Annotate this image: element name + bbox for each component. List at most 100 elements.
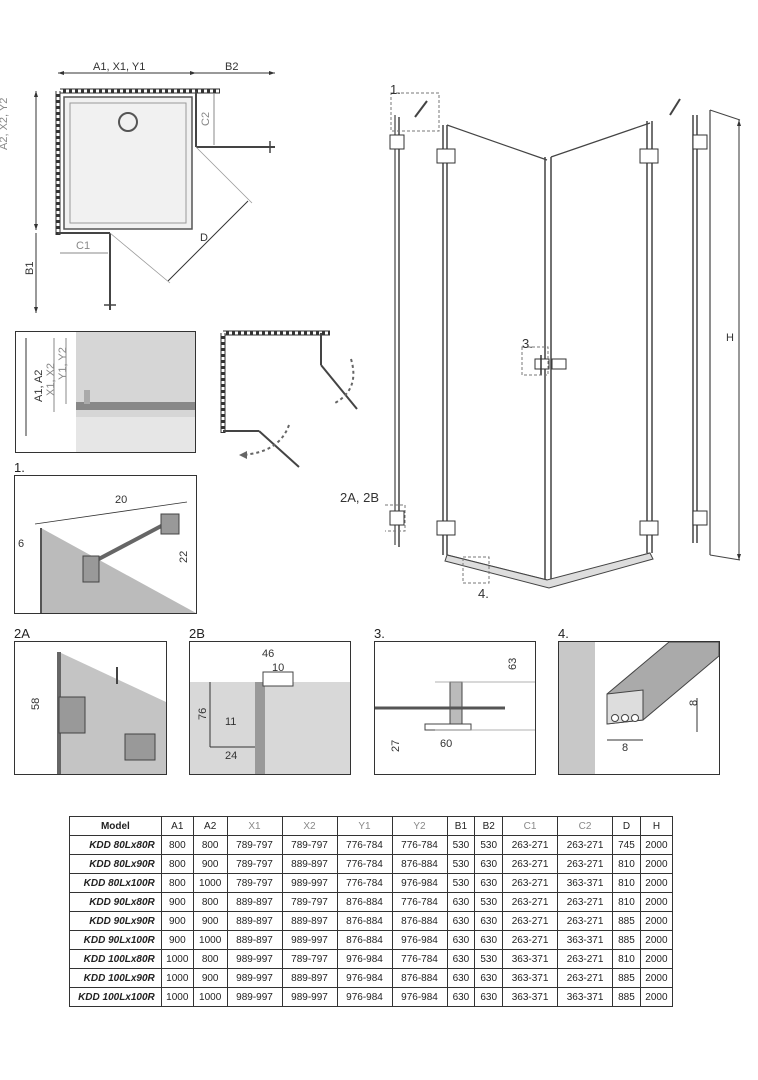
dim-8-width: 8 bbox=[622, 742, 629, 754]
detail-1-drawing bbox=[34, 501, 196, 613]
table-cell: 630 bbox=[474, 873, 504, 893]
table-cell: 2000 bbox=[639, 873, 674, 893]
table-cell: 885 bbox=[612, 911, 641, 931]
table-cell: 630 bbox=[446, 892, 476, 912]
table-cell: 900 bbox=[192, 854, 228, 874]
model-cell: KDD 100Lx90R bbox=[69, 968, 162, 988]
detail-1-panel bbox=[14, 475, 197, 614]
table-cell: 885 bbox=[612, 930, 641, 950]
dim-c1: C1 bbox=[76, 240, 91, 252]
table-cell: 976-984 bbox=[336, 949, 393, 969]
plan-view-diagram bbox=[34, 71, 275, 313]
table-cell: 800 bbox=[192, 892, 228, 912]
detail-4-title: 4. bbox=[558, 626, 569, 641]
table-cell: 900 bbox=[192, 911, 228, 931]
table-cell: 263-271 bbox=[557, 892, 614, 912]
table-cell: 789-797 bbox=[281, 835, 338, 855]
table-cell: 530 bbox=[474, 835, 504, 855]
table-cell: 776-784 bbox=[391, 892, 448, 912]
table-cell: 889-897 bbox=[226, 911, 283, 931]
table-cell: 989-997 bbox=[226, 949, 283, 969]
table-cell: 800 bbox=[160, 835, 194, 855]
dim-27: 27 bbox=[390, 739, 402, 752]
dim-11: 11 bbox=[225, 716, 237, 728]
table-cell: 2000 bbox=[639, 930, 674, 950]
detail-4-panel bbox=[558, 641, 720, 775]
model-cell: KDD 90Lx100R bbox=[69, 930, 162, 950]
table-cell: 989-997 bbox=[226, 987, 283, 1007]
side-detail-panel bbox=[15, 331, 196, 453]
dim-a1-x1-y1: A1, X1, Y1 bbox=[93, 61, 146, 73]
model-cell: KDD 100Lx100R bbox=[69, 987, 162, 1007]
dim-63: 63 bbox=[507, 657, 519, 670]
table-cell: 900 bbox=[160, 892, 194, 912]
model-cell: KDD 100Lx80R bbox=[69, 949, 162, 969]
dim-a1-a2: A1, A2 bbox=[33, 369, 45, 402]
table-cell: 630 bbox=[474, 930, 504, 950]
table-cell: 889-897 bbox=[281, 854, 338, 874]
side-detail-drawing bbox=[25, 332, 195, 452]
table-cell: 1000 bbox=[160, 968, 194, 988]
table-cell: 263-271 bbox=[502, 854, 559, 874]
table-cell: 876-884 bbox=[336, 930, 393, 950]
table-cell: 800 bbox=[192, 949, 228, 969]
table-cell: 976-984 bbox=[336, 987, 393, 1007]
table-cell: 263-271 bbox=[557, 835, 614, 855]
table-cell: 976-984 bbox=[336, 968, 393, 988]
table-cell: 630 bbox=[474, 911, 504, 931]
dim-b1: B1 bbox=[24, 261, 36, 275]
dim-60: 60 bbox=[440, 738, 453, 750]
col-header: C1 bbox=[502, 816, 559, 836]
table-cell: 789-797 bbox=[226, 873, 283, 893]
table-cell: 989-997 bbox=[281, 930, 338, 950]
dim-58: 58 bbox=[30, 697, 42, 710]
table-cell: 2000 bbox=[639, 987, 674, 1007]
detail-3-panel bbox=[374, 641, 536, 775]
dim-76: 76 bbox=[197, 707, 209, 720]
dim-22: 22 bbox=[178, 550, 190, 563]
table-cell: 630 bbox=[446, 968, 476, 988]
table-cell: 876-884 bbox=[391, 911, 448, 931]
col-header: Y2 bbox=[391, 816, 448, 836]
dim-b2: B2 bbox=[225, 61, 239, 73]
table-cell: 876-884 bbox=[336, 892, 393, 912]
table-cell: 789-797 bbox=[226, 835, 283, 855]
col-header: D bbox=[612, 816, 641, 836]
table-cell: 989-997 bbox=[281, 987, 338, 1007]
table-cell: 776-784 bbox=[336, 854, 393, 874]
table-cell: 889-897 bbox=[226, 892, 283, 912]
table-cell: 789-797 bbox=[281, 949, 338, 969]
door-swing-diagram bbox=[220, 330, 358, 468]
detail-2a-panel bbox=[14, 641, 167, 775]
dim-20: 20 bbox=[115, 494, 128, 506]
table-cell: 800 bbox=[160, 873, 194, 893]
col-header: B1 bbox=[446, 816, 476, 836]
table-cell: 776-784 bbox=[391, 949, 448, 969]
table-cell: 630 bbox=[446, 949, 476, 969]
table-cell: 810 bbox=[612, 854, 641, 874]
table-cell: 1000 bbox=[160, 987, 194, 1007]
table-cell: 789-797 bbox=[226, 854, 283, 874]
table-cell: 776-784 bbox=[391, 835, 448, 855]
dim-a2-x2-y2: A2, X2, Y2 bbox=[0, 97, 10, 150]
table-cell: 800 bbox=[160, 854, 194, 874]
detail-2b-panel bbox=[189, 641, 351, 775]
table-cell: 1000 bbox=[192, 987, 228, 1007]
detail-3-drawing bbox=[375, 681, 535, 731]
table-cell: 776-784 bbox=[336, 873, 393, 893]
table-cell: 530 bbox=[446, 873, 476, 893]
table-cell: 976-984 bbox=[391, 873, 448, 893]
table-cell: 889-897 bbox=[281, 911, 338, 931]
dim-8-height: 8 bbox=[688, 699, 700, 706]
callout-3: 3. bbox=[522, 336, 533, 351]
table-cell: 2000 bbox=[639, 835, 674, 855]
table-cell: 363-371 bbox=[557, 873, 614, 893]
table-cell: 263-271 bbox=[557, 968, 614, 988]
table-cell: 263-271 bbox=[502, 930, 559, 950]
dim-x1-x2: X1, X2 bbox=[45, 362, 57, 396]
table-cell: 530 bbox=[474, 949, 504, 969]
col-header: B2 bbox=[474, 816, 504, 836]
